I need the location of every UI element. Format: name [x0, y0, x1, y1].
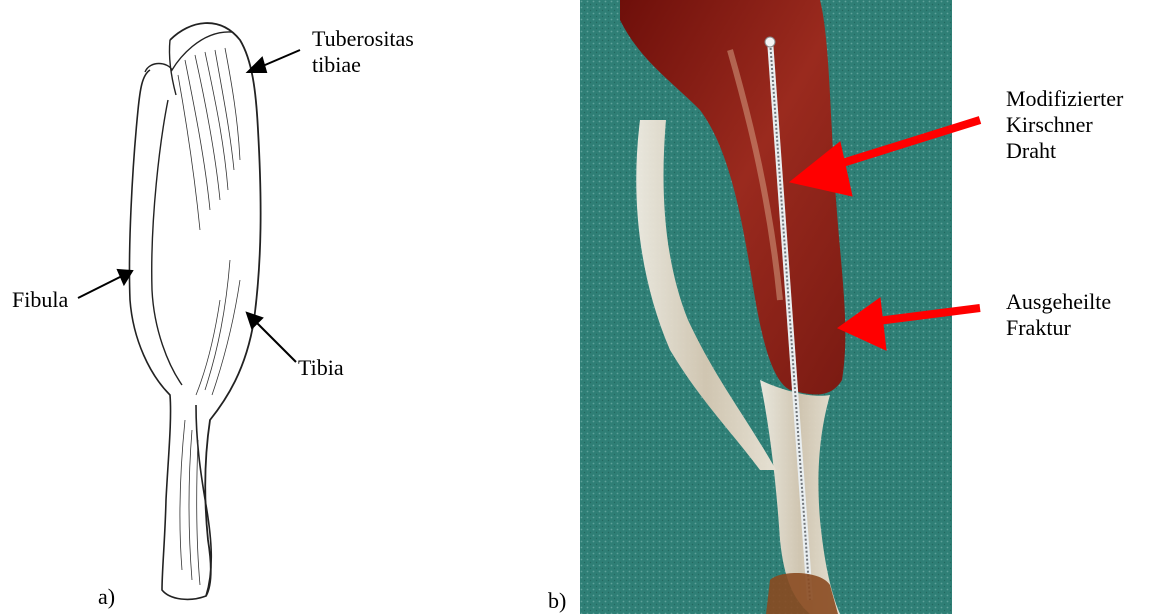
- label-ausgeheilte-fraktur: Ausgeheilte Fraktur: [1006, 289, 1111, 341]
- fibula-outline: [129, 70, 211, 599]
- hatching-strokes: [178, 48, 240, 585]
- panel-letter-b: b): [548, 588, 566, 614]
- label-fibula: Fibula: [12, 287, 68, 313]
- label-tibia: Tibia: [298, 355, 344, 381]
- specimen-photo: [580, 0, 952, 614]
- fibula-inner: [152, 100, 182, 385]
- panel-a-sketch: Tuberositas tibiae Fibula Tibia a): [0, 0, 570, 614]
- label-tuberositas-tibiae: Tuberositas tibiae: [312, 26, 414, 78]
- arrows-a: [78, 50, 300, 362]
- panel-letter-a: a): [98, 584, 115, 610]
- bone-specimen-photo-icon: [580, 0, 952, 614]
- label-modifizierter-kirschner-draht: Modifizierter Kirschner Draht: [1006, 86, 1123, 164]
- bone-sketch-icon: [0, 0, 570, 614]
- tibia-head: [145, 32, 232, 95]
